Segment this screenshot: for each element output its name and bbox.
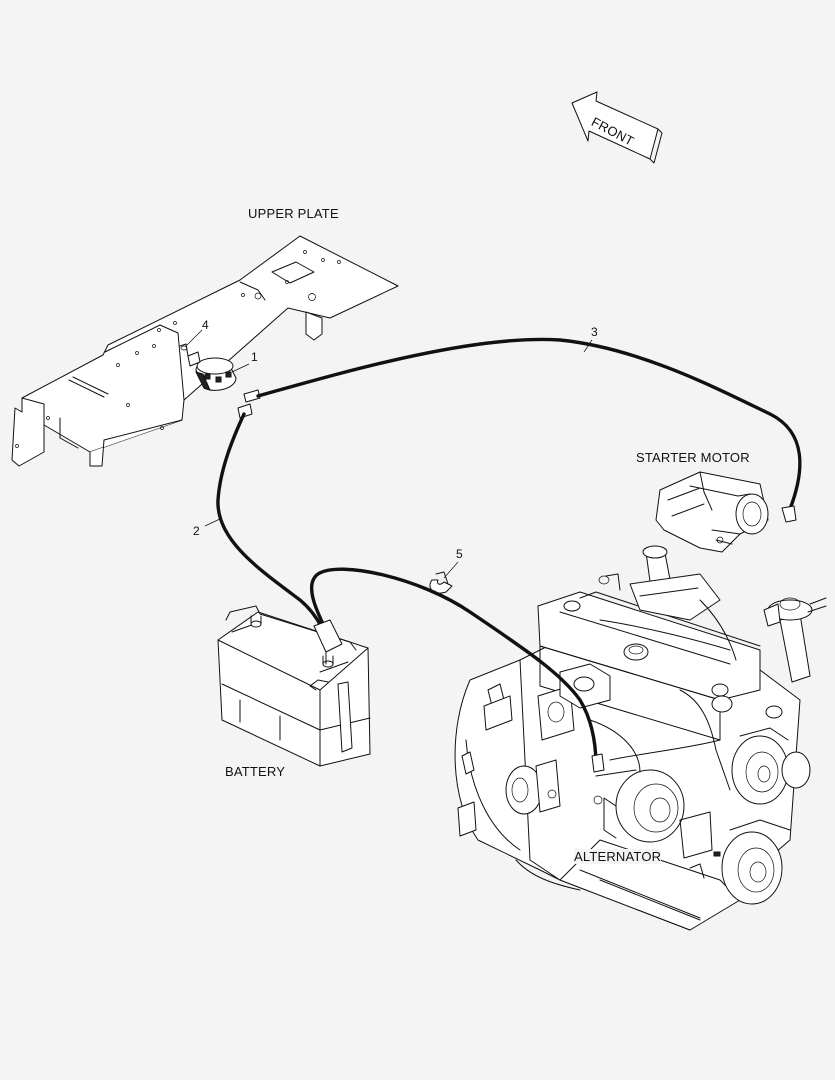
- battery: [217, 605, 371, 767]
- callout-4: 4: [202, 318, 209, 332]
- key-switch: [179, 343, 261, 419]
- cable-alternator: [309, 567, 605, 773]
- callout-3: 3: [591, 325, 598, 339]
- callout-5: 5: [456, 547, 463, 561]
- cable-clip: [429, 571, 453, 594]
- upper-plate-label: UPPER PLATE: [248, 206, 339, 221]
- cable-2: [216, 412, 324, 630]
- battery-terminal-connector: [313, 619, 343, 665]
- cable-3: [256, 337, 802, 523]
- engine: [454, 545, 827, 931]
- starter-motor: [655, 471, 769, 553]
- front-arrow: [571, 91, 663, 164]
- callout-1: 1: [251, 350, 258, 364]
- callout-2: 2: [193, 524, 200, 538]
- upper-plate: [11, 235, 399, 467]
- starter-motor-label: STARTER MOTOR: [636, 450, 750, 465]
- alternator-label: ALTERNATOR: [574, 849, 662, 864]
- leader-lines: [185, 329, 593, 579]
- battery-label: BATTERY: [225, 764, 286, 779]
